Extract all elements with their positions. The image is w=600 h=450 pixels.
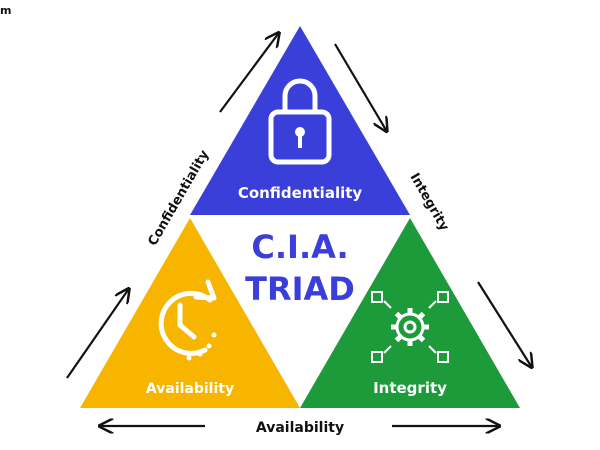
confidentiality-label: Confidentiality bbox=[238, 184, 363, 202]
availability-label: Availability bbox=[146, 381, 234, 397]
arrow-right-lower bbox=[477, 281, 531, 366]
center-title-line2: TRIAD bbox=[245, 270, 355, 308]
clock-refresh-icon bbox=[158, 279, 217, 361]
availability-triangle bbox=[80, 218, 300, 408]
corner-mark: m bbox=[0, 4, 12, 17]
lock-icon bbox=[268, 78, 332, 165]
confidentiality-triangle bbox=[190, 26, 410, 215]
edge-label-bottom: Availability bbox=[256, 420, 344, 436]
arrow-right-upper bbox=[334, 43, 386, 130]
arrow-left-upper bbox=[219, 34, 278, 113]
center-title-line1: C.I.A. bbox=[251, 228, 348, 266]
gear-network-icon bbox=[371, 291, 449, 363]
arrow-left-lower bbox=[66, 290, 128, 379]
integrity-label: Integrity bbox=[373, 379, 447, 397]
